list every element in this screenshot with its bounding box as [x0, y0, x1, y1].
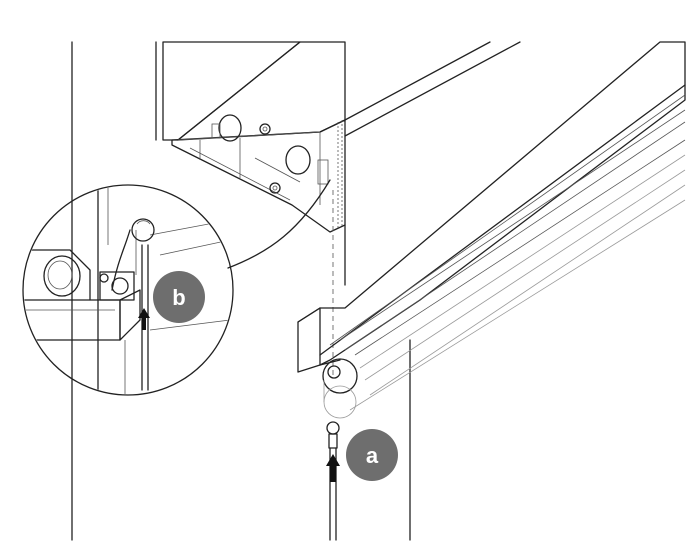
callout-a-label: a [366, 443, 379, 468]
arrow-up-icon [326, 454, 340, 482]
arrow-up-icon [138, 308, 150, 330]
pull-cord-a [326, 421, 340, 541]
callout-b-label: b [172, 285, 185, 310]
magnifier-pointer [227, 179, 331, 269]
callout-b: b [153, 271, 205, 323]
wall-frame [71, 41, 411, 541]
callout-b-circle [153, 271, 205, 323]
detail-magnifier [22, 184, 234, 396]
callout-a: a [346, 429, 398, 481]
bottom-rail [297, 41, 686, 419]
callout-a-circle [346, 429, 398, 481]
head-rail [162, 41, 521, 233]
